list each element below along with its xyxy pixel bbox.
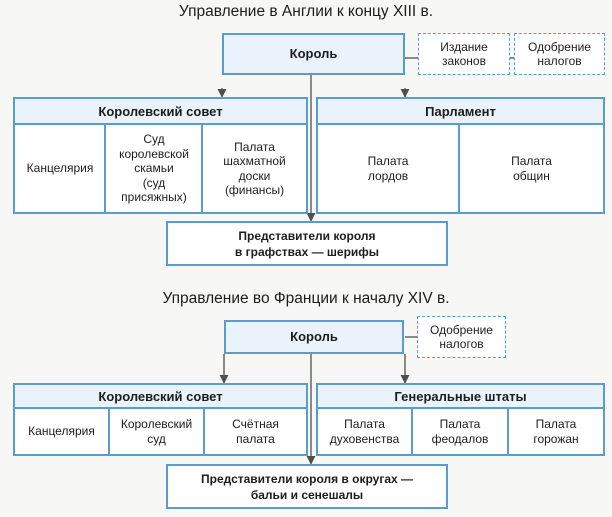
france-estates-general-title: Генеральные штаты (394, 389, 527, 404)
france-council-chamber-of-accounts: Счётная палата (205, 409, 306, 454)
divider (104, 125, 106, 212)
england-king-box: Король (222, 33, 405, 75)
england-council-kings-bench: Суд королевской скамьи (суд присяжных) (106, 125, 202, 212)
divider (15, 407, 306, 409)
france-chamber-feudal-lords: Палата феодалов (413, 409, 507, 454)
divider (507, 409, 509, 454)
england-parliament-title: Парламент (425, 104, 496, 119)
england-representatives-box: Представители короля в графствах — шериф… (166, 221, 448, 266)
england-council-exchequer: Палата шахматной доски (финансы) (203, 125, 306, 212)
england-council-title: Королевский совет (98, 104, 223, 119)
divider (318, 407, 603, 409)
england-function-taxes: Одобрение налогов (514, 33, 605, 75)
england-house-of-commons: Палата общин (460, 125, 603, 212)
france-title: Управление во Франции к началу XIV в. (162, 290, 450, 307)
divider (15, 123, 306, 125)
divider (318, 123, 603, 125)
england-council-chancery: Канцелярия (15, 125, 105, 212)
divider (458, 125, 460, 212)
france-king-box: Король (224, 320, 404, 354)
divider (203, 409, 205, 454)
france-council-chancery: Канцелярия (15, 409, 108, 454)
divider (201, 125, 203, 212)
france-function-taxes: Одобрение налогов (417, 316, 506, 358)
divider (411, 409, 413, 454)
france-representatives-box: Представители короля в округах — бальи и… (166, 464, 448, 509)
england-function-laws: Издание законов (418, 33, 510, 75)
france-chamber-clergy: Палата духовенства (318, 409, 411, 454)
france-council-title: Королевский совет (98, 389, 223, 404)
france-council-royal-court: Королевский суд (110, 409, 203, 454)
divider (108, 409, 110, 454)
france-chamber-townspeople: Палата горожан (509, 409, 603, 454)
england-title: Управление в Англии к концу XIII в. (178, 3, 434, 20)
england-house-of-lords: Палата лордов (318, 125, 458, 212)
